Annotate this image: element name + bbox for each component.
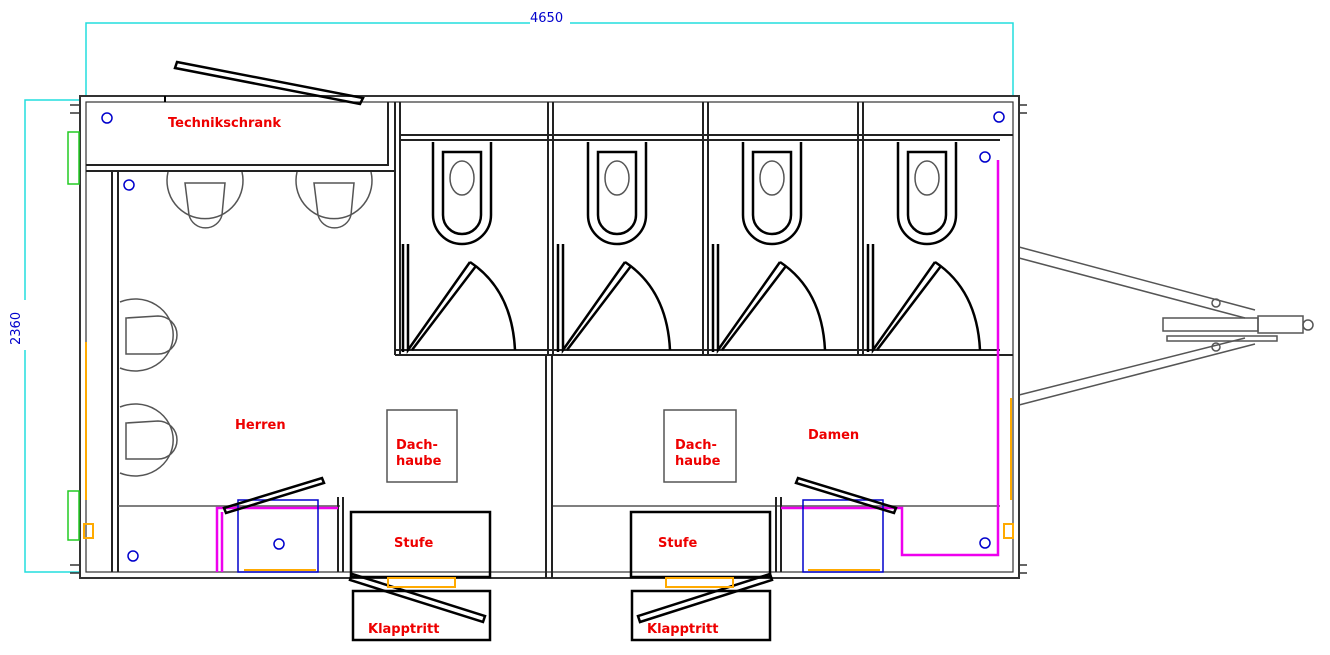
label-roof-vent-2b: haube: [675, 454, 721, 469]
drawbar: [1018, 246, 1314, 406]
label-step-1: Stufe: [394, 536, 433, 551]
roof-vent-men: [386, 409, 458, 483]
label-roof-vent-2: Dach-: [675, 438, 717, 453]
trailer-body: [70, 60, 1027, 579]
dimension-width-label: 2360: [9, 312, 24, 345]
label-roof-vent-1b: haube: [396, 454, 442, 469]
dimension-length-label: 4650: [530, 11, 563, 26]
steps: [348, 510, 774, 642]
label-men: Herren: [235, 418, 286, 433]
dimension-length: 4650: [85, 11, 1014, 95]
label-roof-vent-1: Dach-: [396, 438, 438, 453]
label-folding-step-1: Klapptritt: [368, 622, 439, 637]
roof-vent-women: [663, 409, 737, 483]
label-technical-cabinet: Technikschrank: [168, 116, 281, 131]
label-step-2: Stufe: [658, 536, 697, 551]
label-women: Damen: [808, 428, 859, 443]
urinals: [119, 171, 373, 477]
cabin-toilets: [401, 142, 982, 354]
label-folding-step-2: Klapptritt: [647, 622, 718, 637]
fixtures: [67, 111, 1014, 573]
dimension-width: 2360: [9, 99, 80, 573]
drain-markers: [101, 111, 1005, 562]
